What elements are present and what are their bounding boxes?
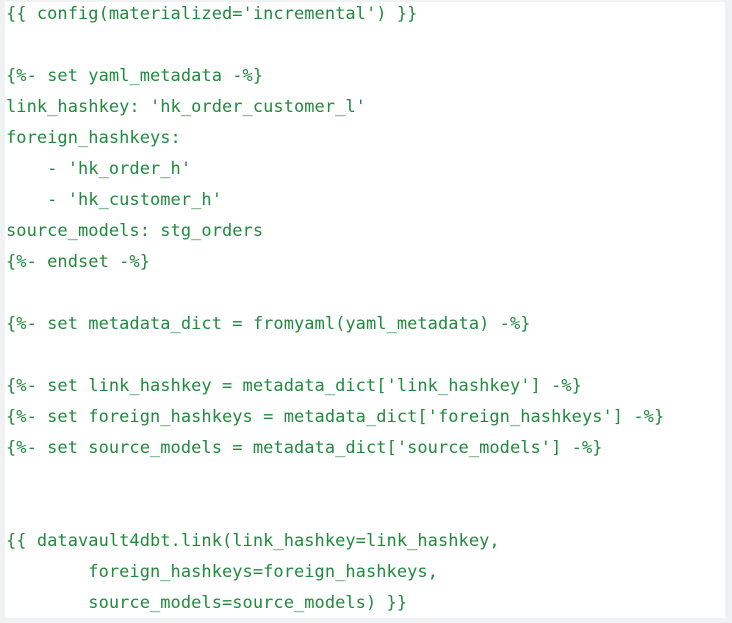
code-line-endset: {%- endset -%} bbox=[6, 252, 150, 272]
code-line-set-metadata-dict: {%- set metadata_dict = fromyaml(yaml_me… bbox=[6, 314, 531, 334]
code-line-blank bbox=[6, 278, 664, 309]
code-line-link-macro-foreign: foreign_hashkeys=foreign_hashkeys, bbox=[6, 562, 438, 582]
code-line-set-foreign-hashkeys: {%- set foreign_hashkeys = metadata_dict… bbox=[6, 407, 665, 427]
code-line-foreign-hashkeys: foreign_hashkeys: bbox=[6, 128, 181, 148]
code-line-blank bbox=[6, 30, 664, 61]
code-content: {{ config(materialized='incremental') }}… bbox=[6, 0, 664, 619]
code-line-set-yaml-metadata: {%- set yaml_metadata -%} bbox=[6, 66, 264, 86]
code-line-set-link-hashkey: {%- set link_hashkey = metadata_dict['li… bbox=[6, 376, 582, 396]
code-line-hk-customer: - 'hk_customer_h' bbox=[6, 190, 222, 210]
code-line-link-hashkey: link_hashkey: 'hk_order_customer_l' bbox=[6, 97, 366, 117]
code-line-config: {{ config(materialized='incremental') }} bbox=[6, 4, 418, 24]
code-line-hk-order: - 'hk_order_h' bbox=[6, 159, 192, 179]
code-line-blank bbox=[6, 340, 664, 371]
code-block: {{ config(materialized='incremental') }}… bbox=[5, 2, 725, 618]
code-line-link-macro-call: {{ datavault4dbt.link(link_hashkey=link_… bbox=[6, 531, 500, 551]
code-line-source-models: source_models: stg_orders bbox=[6, 221, 264, 241]
code-line-link-macro-source: source_models=source_models) }} bbox=[6, 593, 408, 613]
code-line-blank bbox=[6, 495, 664, 526]
code-line-set-source-models: {%- set source_models = metadata_dict['s… bbox=[6, 438, 603, 458]
code-line-blank bbox=[6, 464, 664, 495]
